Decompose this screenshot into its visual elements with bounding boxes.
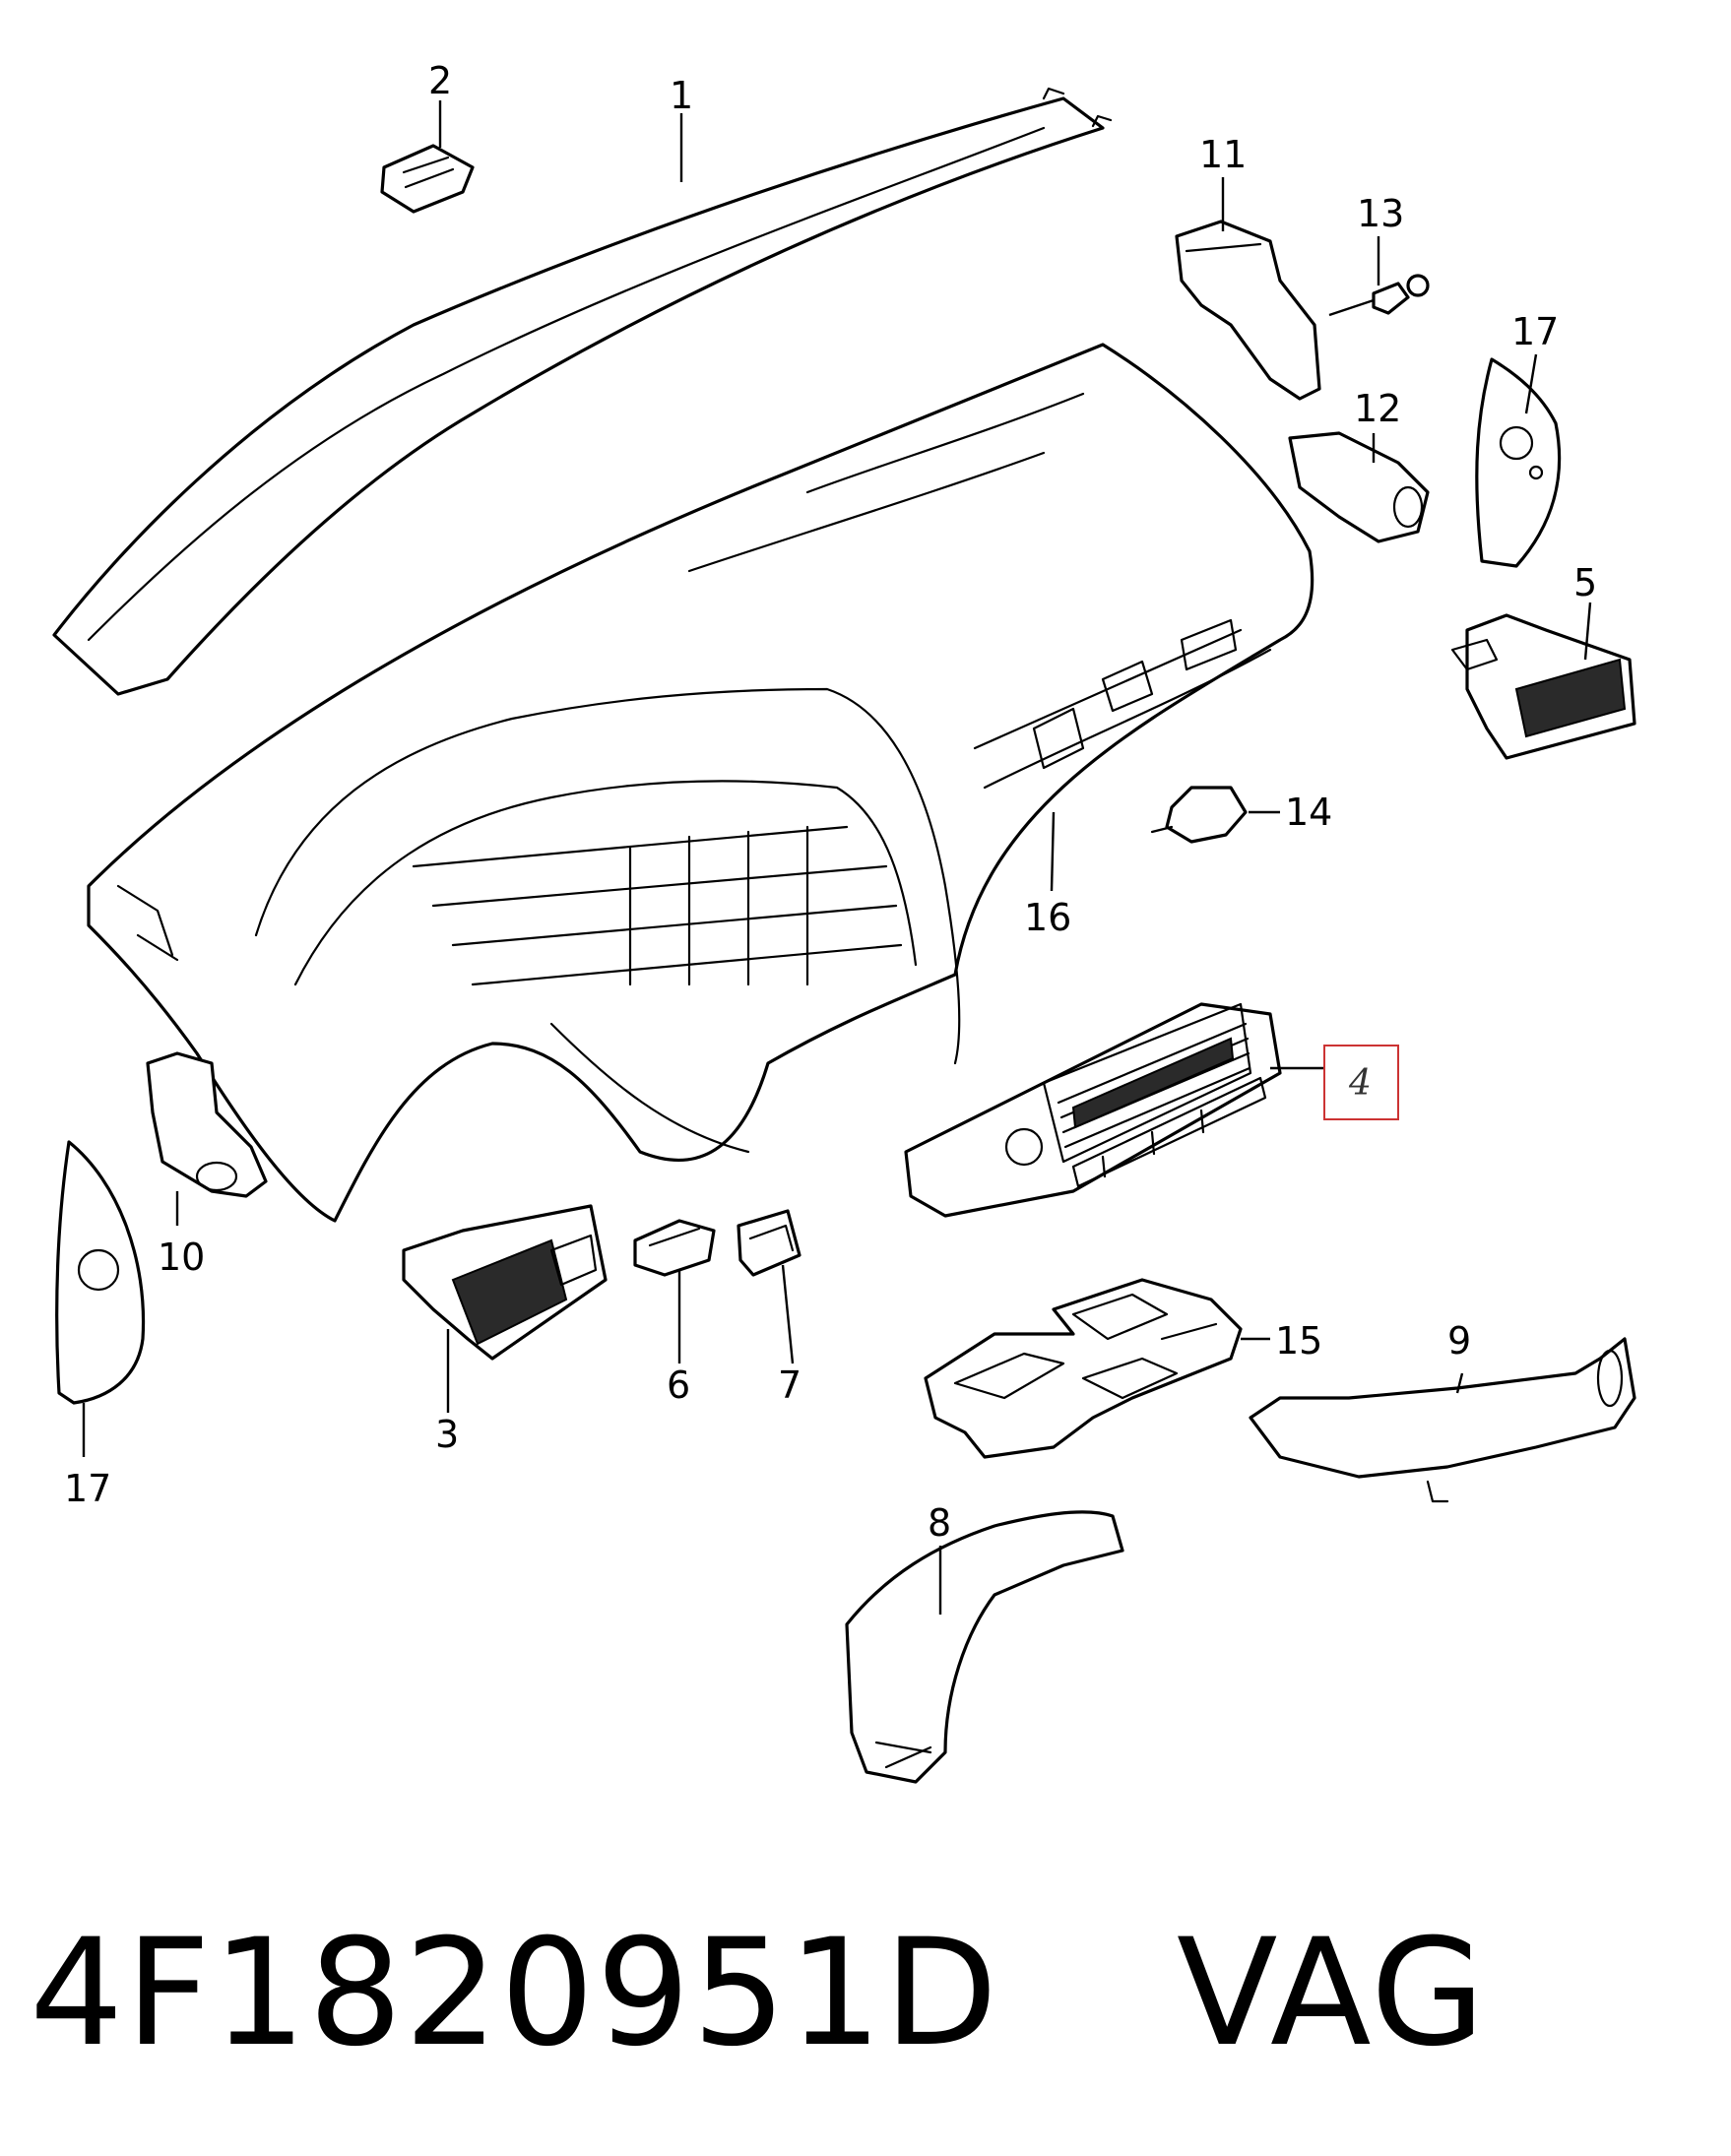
callout-labels: 1 2 11 13 17 12 5 14 16 10 3 6 7 15 9 8 … — [64, 59, 1597, 1545]
callout-6: 6 — [667, 1363, 690, 1407]
exploded-parts-diagram: 1 2 11 13 17 12 5 14 16 10 3 6 7 15 9 8 … — [52, 59, 1636, 1784]
part-8-floor-duct — [845, 1510, 1124, 1784]
callout-14: 14 — [1285, 791, 1332, 834]
callout-3: 3 — [435, 1413, 459, 1456]
callout-10: 10 — [158, 1236, 205, 1279]
part-3-left-vent — [402, 1204, 608, 1361]
part-16-dashboard — [87, 343, 1314, 1223]
callout-8: 8 — [928, 1501, 951, 1545]
part-17-left-trim — [55, 1140, 146, 1405]
part-5-right-vent — [1450, 613, 1636, 760]
callout-7: 7 — [778, 1363, 801, 1407]
highlight-box — [1323, 1045, 1399, 1120]
part-17-right-trim — [1475, 357, 1562, 568]
part-4-center-vent — [904, 1002, 1282, 1218]
part-15-duct-frame — [924, 1278, 1243, 1459]
callout-1: 1 — [670, 74, 693, 117]
part-6-switch — [633, 1219, 716, 1277]
callout-17-left: 17 — [64, 1467, 111, 1510]
part-14-bracket — [1150, 786, 1248, 844]
callout-13: 13 — [1357, 192, 1404, 235]
callout-11: 11 — [1199, 133, 1247, 176]
callout-15: 15 — [1275, 1319, 1322, 1363]
callout-12: 12 — [1354, 387, 1401, 430]
brand-label: VAG — [1176, 1908, 1488, 2079]
part-number: 4F1820951D — [30, 1908, 1000, 2079]
part-11-duct — [1175, 220, 1321, 401]
part-13-bolt — [1372, 274, 1430, 315]
leader-lines — [82, 100, 1592, 1615]
part-9-floor-duct — [1249, 1337, 1636, 1503]
part-2-clip — [380, 144, 475, 214]
part-12-duct — [1288, 431, 1430, 543]
callout-17-right: 17 — [1511, 310, 1559, 353]
part-number-caption: 4F1820951D VAG — [30, 1920, 1487, 2067]
callout-9: 9 — [1447, 1319, 1471, 1363]
callout-16: 16 — [1024, 896, 1071, 939]
part-1-top-trim — [52, 87, 1113, 696]
callout-4-highlighted: 4 — [1348, 1063, 1372, 1104]
callout-2: 2 — [428, 59, 452, 102]
part-10-left-duct — [146, 1051, 268, 1198]
callout-5: 5 — [1573, 561, 1597, 604]
part-7-cover — [737, 1209, 801, 1277]
